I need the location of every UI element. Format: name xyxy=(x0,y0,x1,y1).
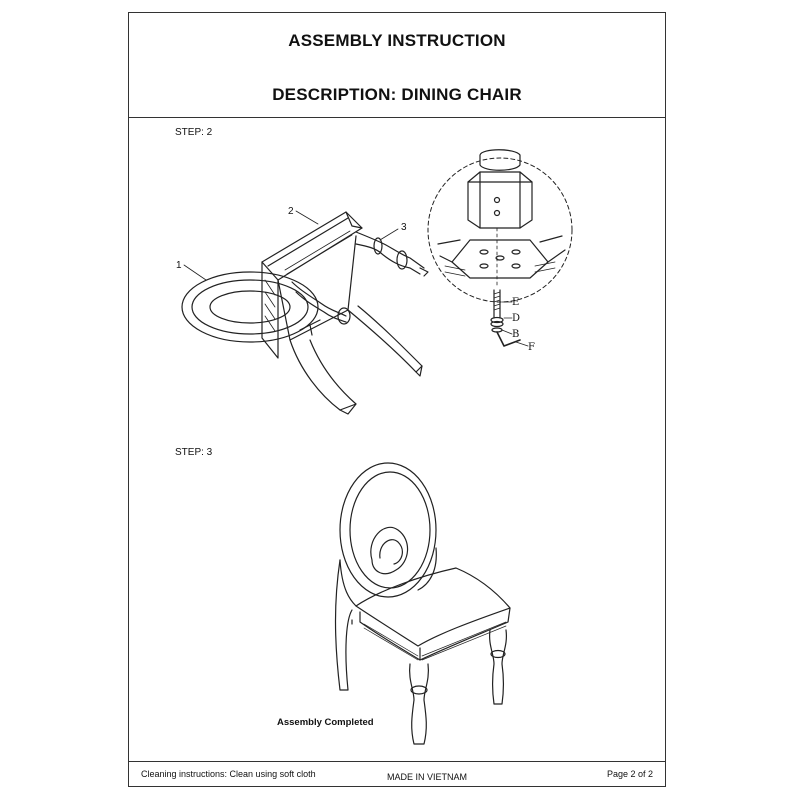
allen-key-f xyxy=(496,331,521,347)
chair-back-oval-assembled xyxy=(339,462,437,598)
chair-back-oval xyxy=(181,271,319,343)
footer-divider xyxy=(129,761,665,762)
product-description: DESCRIPTION: DINING CHAIR xyxy=(272,85,522,104)
washer-d xyxy=(490,316,504,324)
callout-f: F xyxy=(528,342,535,353)
page-number: Page 2 of 2 xyxy=(606,769,653,779)
callout-2: 2 xyxy=(288,206,294,217)
step-3-completed-chair-illustration xyxy=(334,462,511,745)
detail-magnifier-circle xyxy=(427,157,573,303)
made-in-label: MADE IN VIETNAM xyxy=(387,772,468,782)
callout-b: B xyxy=(512,329,519,340)
document-frame: ASSEMBLY INSTRUCTION DESCRIPTION: DINING… xyxy=(128,12,666,787)
header-divider xyxy=(129,117,665,118)
callout-e: E xyxy=(512,297,519,308)
front-leg-turned xyxy=(355,231,425,269)
document-title: ASSEMBLY INSTRUCTION xyxy=(288,31,506,50)
bolt-detail-illustration xyxy=(427,149,573,347)
callout-1: 1 xyxy=(176,260,182,271)
callout-d: D xyxy=(512,313,520,324)
seat-frame-top xyxy=(261,211,363,281)
cleaning-instructions: Cleaning instructions: Clean using soft … xyxy=(141,769,316,779)
assembly-completed-caption: Assembly Completed xyxy=(277,717,374,728)
step-2-label: STEP: 2 xyxy=(175,127,213,138)
front-left-leg xyxy=(408,663,430,745)
front-right-leg xyxy=(488,629,508,705)
callout-3: 3 xyxy=(401,222,407,233)
step-2-chair-illustration xyxy=(181,210,429,415)
step-3-label: STEP: 3 xyxy=(175,447,213,458)
